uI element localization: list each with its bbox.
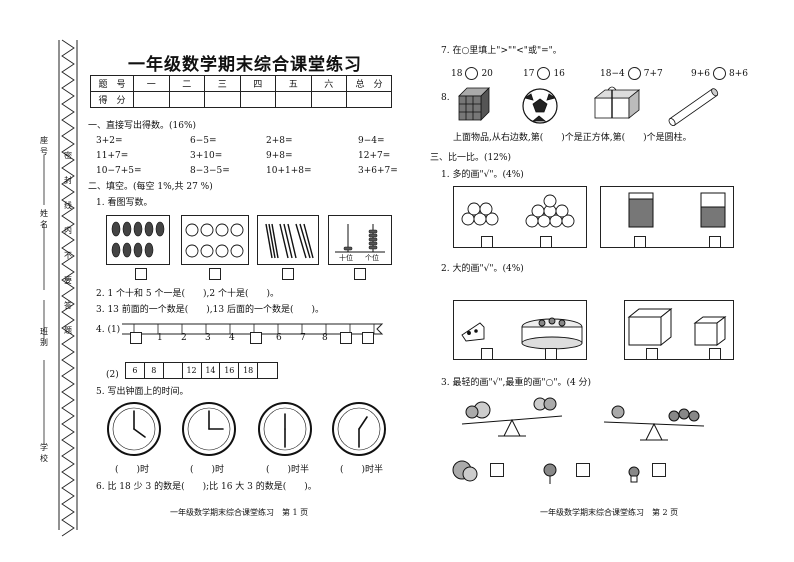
clocks	[107, 402, 386, 456]
answer-box[interactable]	[490, 463, 504, 477]
answer-box[interactable]	[709, 348, 721, 360]
compare-fruit-box	[453, 186, 587, 248]
eggplant-box	[106, 215, 170, 265]
compare-circle[interactable]	[713, 67, 726, 80]
sequence-blank[interactable]	[258, 363, 277, 378]
footer-left: 一年级数学期末综合课堂练习 第 1 页	[170, 508, 309, 517]
number-line-blank[interactable]	[362, 332, 374, 344]
answer-box[interactable]	[709, 236, 721, 248]
seat-label: 座号	[40, 136, 48, 156]
q5-text: 5. 写出钟面上的时间。	[96, 387, 189, 397]
score-cell[interactable]	[204, 91, 241, 108]
binding-margin: 座号 姓名 班别 学校 密 封 线 内 不 要 答 题	[0, 0, 90, 562]
score-cell[interactable]	[239, 91, 276, 108]
items-row	[452, 460, 640, 484]
section1-heading: 一、直接写出得数。(16%)	[88, 121, 197, 131]
answer-box[interactable]	[209, 268, 221, 280]
class-label: 班别	[40, 327, 48, 347]
answer-box[interactable]	[634, 236, 646, 248]
compare-circle[interactable]	[465, 67, 479, 80]
answer-box[interactable]	[282, 268, 294, 280]
seal-text: 密 封 线 内 不 要 答 题	[64, 151, 72, 335]
s3-q3-text: 3. 最轻的画"√",最重的画"○"。(4 分)	[441, 378, 592, 388]
sticks-box	[257, 215, 319, 265]
q4-label: 4. (1)	[96, 325, 121, 335]
section2-heading: 二、填空。(每空 1%,共 27 %)	[88, 182, 213, 192]
section3-heading: 三、比一比。(12%)	[430, 153, 512, 163]
school-label: 学校	[40, 443, 48, 463]
answer-box[interactable]	[481, 236, 493, 248]
answer-box[interactable]	[545, 348, 557, 360]
name-label: 姓名	[40, 209, 48, 229]
q4b-label: (2)	[106, 370, 119, 380]
q8-text: 上面物品,从右边数,第( )个是正方体,第( )个是圆柱。	[453, 133, 692, 143]
q6-text: 6. 比 18 少 3 的数是( );比 16 大 3 的数是( )。	[96, 482, 317, 492]
s3-q2-text: 2. 大的画"√"。(4%)	[441, 264, 524, 274]
q2-text: 2. 1 个十和 5 个一是( ),2 个十是( )。	[96, 289, 279, 299]
number-line-blank[interactable]	[250, 332, 262, 344]
abacus-box: 十位 个位	[328, 215, 392, 265]
score-cell[interactable]	[346, 91, 392, 108]
tens-label: 十位	[339, 254, 353, 262]
sequence-blank[interactable]	[164, 363, 183, 378]
score-cell[interactable]	[133, 91, 170, 108]
answer-box[interactable]	[481, 348, 493, 360]
number-line-blank[interactable]	[130, 332, 142, 344]
score-cell[interactable]	[275, 91, 312, 108]
score-table: 题 号 一 二 三 四 五 六 总 分 得 分	[90, 75, 392, 108]
tomato-box	[181, 215, 249, 265]
q7-text: 7. 在○里填上">""<"或"="。	[441, 46, 562, 56]
score-cell[interactable]	[168, 91, 205, 108]
answer-box[interactable]	[354, 268, 366, 280]
balance-scales	[461, 397, 705, 441]
q8-label: 8.	[441, 93, 450, 103]
page-title: 一年级数学期末综合课堂练习	[128, 55, 362, 75]
q3-text: 3. 13 前面的一个数是( ),13 后面的一个数是( )。	[96, 305, 324, 315]
compare-cake-box	[453, 300, 587, 360]
footer-right: 一年级数学期末综合课堂练习 第 2 页	[540, 508, 679, 517]
s3-q1-text: 1. 多的画"√"。(4%)	[441, 170, 524, 180]
number-sequence: 6 8 12 14 16 18	[125, 362, 278, 379]
number-line-blank[interactable]	[340, 332, 352, 344]
compare-box-box	[624, 300, 734, 360]
answer-box[interactable]	[135, 268, 147, 280]
answer-box[interactable]	[576, 463, 590, 477]
answer-box[interactable]	[646, 348, 658, 360]
score-cell[interactable]	[310, 91, 347, 108]
answer-box[interactable]	[652, 463, 666, 477]
ones-label: 个位	[365, 254, 379, 262]
objects-row	[458, 86, 719, 126]
compare-circle[interactable]	[537, 67, 551, 80]
answer-box[interactable]	[540, 236, 552, 248]
q1-text: 1. 看图写数。	[96, 198, 153, 208]
compare-circle[interactable]	[627, 67, 641, 80]
